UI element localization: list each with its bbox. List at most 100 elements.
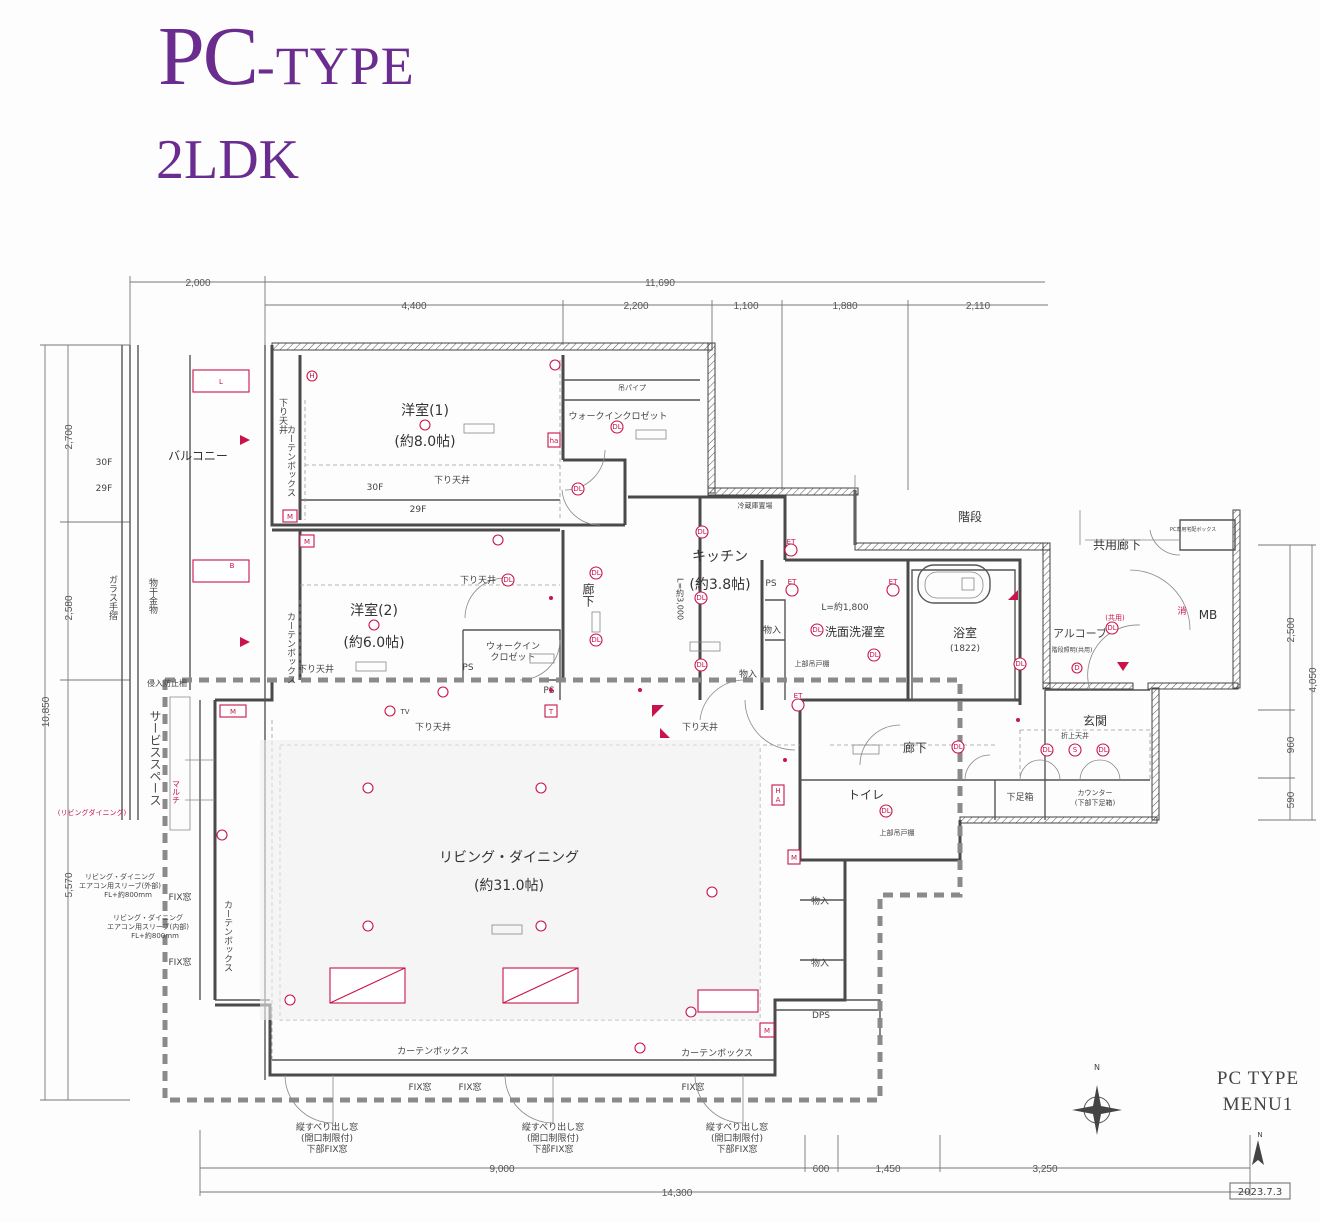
label-sleeve-int: エアコン用スリーブ(内部) [107,922,189,931]
label-casement: (開口制限付) [301,1132,353,1144]
label-fix-window: FIX窓 [169,891,192,903]
label-curtain-box: カーテンボックス [285,425,296,497]
downlight-icon: DL [694,658,708,672]
label-storage: 物入 [739,668,757,680]
downlight-icon: DL [694,591,708,605]
heater-icon: T [544,704,558,718]
label-hanger-pipe: 吊パイプ [618,384,646,392]
downlight-icon: DL [879,804,893,818]
sensor-icon: S [1068,743,1082,757]
symbol-text: DL [612,423,621,431]
plan-title: PC-TYPE [158,8,415,105]
downlight-icon: DL [1096,743,1110,757]
symbol-text: ET [788,578,797,586]
label-glass-rail: ガラス手摺 [107,575,118,621]
dim-bottom: 14,300 [662,1188,693,1199]
symbol-text: ET [889,578,898,586]
label-fridge: 冷蔵庫置場 [738,501,773,510]
room-kitchen-size: (約3.8帖) [689,577,750,593]
label-dps: DPS [812,1011,830,1021]
label-sleeve-ext: リビング・ダイニング [85,872,155,881]
dim-left: 2,580 [64,595,75,620]
label-29f: 29F [410,505,427,515]
exterior-walls [271,342,1241,824]
symbol-text: ET [787,538,796,546]
north-arrow-icon: N [1252,1131,1264,1165]
room-stairs: 階段 [958,509,982,524]
label-shoe-box: 下足箱 [1006,791,1033,803]
ha-terminal-icon: HA [771,784,785,806]
outlet-icon: ET [785,578,799,597]
panel-diagonal [502,967,579,1004]
downlight-icon: DL [867,648,881,662]
north-arrow-label: N [1257,1131,1262,1139]
room-living: リビング・ダイニング [439,850,579,866]
label-fix-window: FIX窓 [169,956,192,968]
label-lowered-ceiling: 下り天井 [682,721,718,733]
label-29f: 29F [96,484,113,494]
label-ld-note: (リビングダイニング) [58,808,127,817]
dim-top: 1,100 [733,301,758,312]
room-western1-size: (約8.0帖) [394,434,455,450]
room-entrance: 玄関 [1083,713,1107,728]
dim-left: 5,570 [64,872,75,897]
ceiling-light-icon [216,359,718,1054]
label-sleeve-int: FL+約800mm [131,931,179,940]
label-sleeve-int: リビング・ダイニング [113,913,183,922]
dimension-labels: 2,000 11,690 4,400 2,200 1,100 1,880 2,1… [41,278,1319,1199]
downlight-icon: DL [810,623,824,637]
label-lowered-ceiling: 下り天井 [277,398,288,435]
downlight-icon: DL [695,525,709,539]
label-casement: 縦すべり出し窓 [522,1121,584,1133]
outlet-icon: H [306,370,318,382]
symbol-text: H [775,787,780,795]
tv-outlet-icon: TV [384,705,410,717]
label-curtain-box: カーテンボックス [222,900,233,972]
label-wash-length: L=約1,800 [821,601,869,613]
downlight-icon: DL [951,740,965,754]
label-casement: (開口制限付) [711,1132,763,1144]
room-hall-2: 廊下 [581,582,595,607]
label-common: (共用) [1105,613,1125,622]
plan-type-label: PC TYPE [1217,1068,1299,1089]
title-main: PC [158,10,259,103]
label-sleeve-ext: FL+約800mm [104,890,152,899]
room-common-corridor: 共用廊下 [1093,537,1141,552]
label-raised-ceiling: 折上天井 [1061,731,1089,740]
date-text: 2023.7.3 [1238,1187,1283,1198]
label-storage: 物入 [763,624,781,636]
symbol-text: D [1074,664,1079,672]
label-lowered-ceiling: 下り天井 [415,721,451,733]
room-alcove: アルコーブ [1053,626,1107,640]
downlight-icon: DL [589,633,603,647]
label-curtain-box: カーテンボックス [397,1046,469,1057]
downlight-icon: DL [571,482,585,496]
symbol-text: ET [794,692,803,700]
label-storage: 物入 [811,895,829,907]
label-ps: PS [765,579,776,589]
symbol-text: DL [953,743,962,751]
outlet-icon: ET [886,578,900,597]
symbol-text: DL [1107,624,1116,632]
mirror-label-icon: M [759,1022,775,1038]
mirror-label-icon: M [299,534,315,548]
label-curtain-box: カーテンボックス [285,612,296,684]
label-casement: 下部FIX窓 [533,1143,574,1155]
dim-left: 10,850 [41,696,52,727]
outlet-icon: ET [791,692,805,712]
dim-right: 4,050 [1308,667,1319,692]
ha-icon: ha [547,432,561,448]
dimension-lines [40,276,1316,1196]
date-stamp: 2023.7.3 [1229,1182,1291,1200]
bathtub [924,571,984,599]
title-suffix: -TYPE [256,36,415,96]
intercom-icon [1117,662,1129,671]
room-balcony: バルコニー [168,449,228,463]
symbol-text: M [287,513,293,521]
label-lowered-ceiling: 下り天井 [298,663,334,675]
symbol-text: DL [1098,746,1107,754]
symbol-text: M [764,1027,770,1035]
ceiling-lines [162,360,1151,1103]
dim-bottom: 3,250 [1032,1164,1057,1175]
